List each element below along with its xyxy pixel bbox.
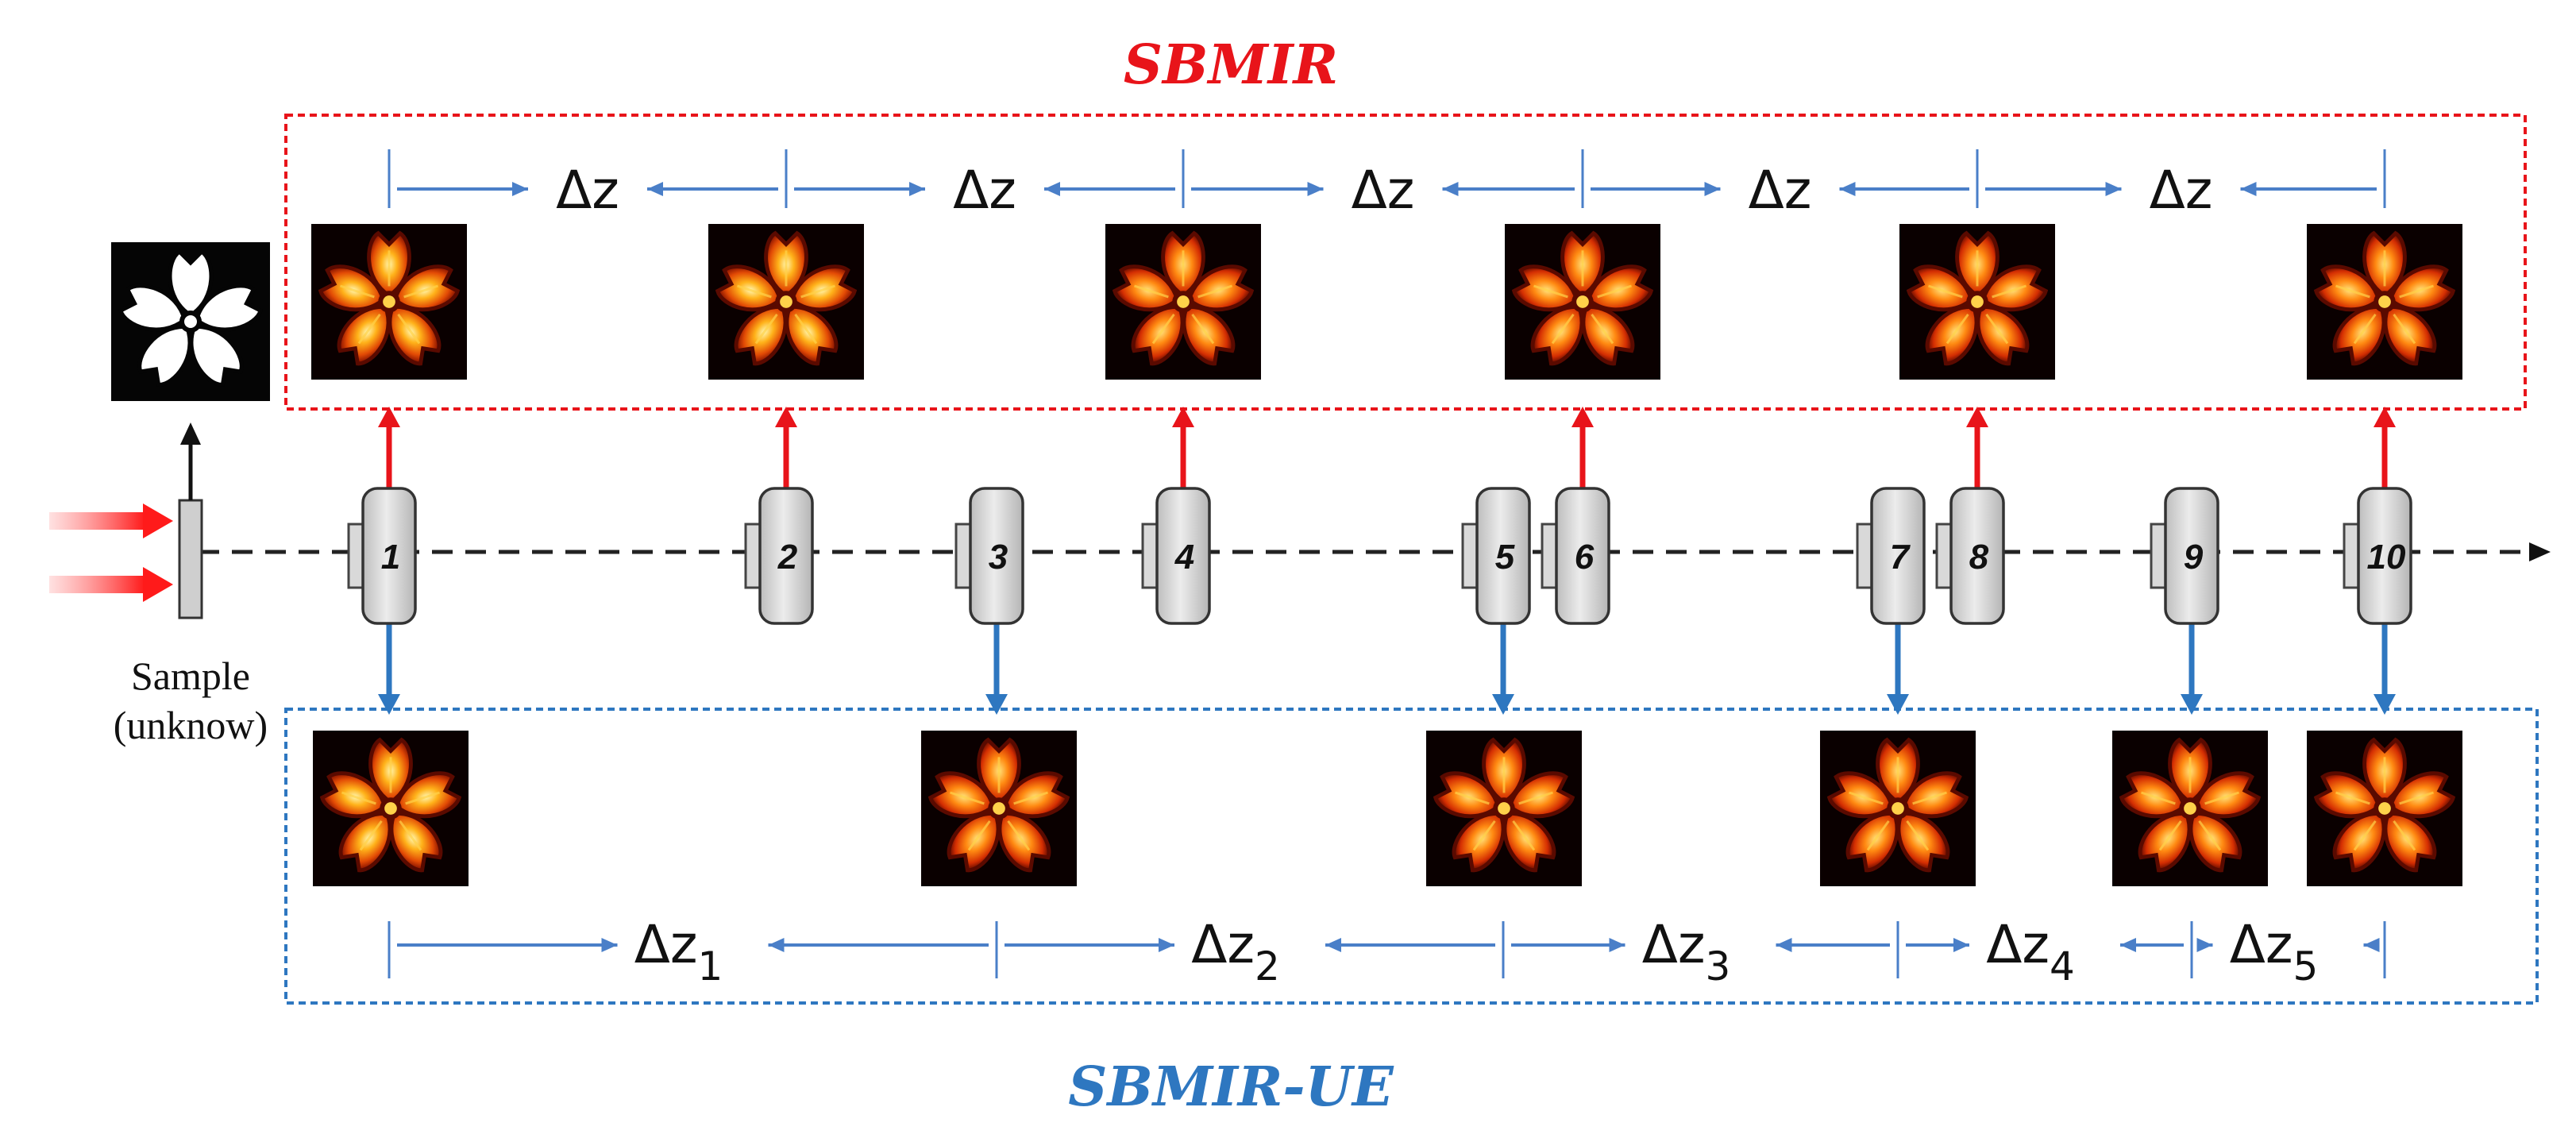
spacing-interval: Δz bbox=[794, 160, 1175, 221]
plane-number: 2 bbox=[777, 538, 798, 577]
flower-icon bbox=[118, 249, 263, 387]
spacing-interval: Δz2 bbox=[1005, 914, 1495, 989]
top-title: SBMIR bbox=[1124, 33, 1338, 97]
lens-planes: 1 2 3 4 5 6 7 8 9 10 bbox=[347, 487, 2412, 625]
flower-icon bbox=[318, 230, 461, 366]
bottom-reconstruction-image bbox=[313, 731, 469, 886]
projection-arrow-down bbox=[1887, 623, 1909, 715]
flower-icon bbox=[2313, 737, 2456, 873]
spacing-label: Δz bbox=[1352, 160, 1415, 221]
plane-number: 4 bbox=[1174, 538, 1194, 577]
bottom-frame bbox=[284, 708, 2539, 1005]
plane-number: 5 bbox=[1495, 538, 1515, 577]
top-reconstruction-image bbox=[1899, 224, 2055, 380]
projection-arrow-up bbox=[1172, 407, 1194, 488]
bottom-reconstruction-image bbox=[2112, 731, 2268, 886]
projection-arrow-down bbox=[2181, 623, 2203, 715]
spacing-label: Δz bbox=[2150, 160, 2213, 221]
projection-arrow-down bbox=[1492, 623, 1514, 715]
plane-number: 7 bbox=[1890, 538, 1911, 577]
incident-light-arrow-icon bbox=[49, 503, 173, 602]
flower-icon bbox=[1112, 230, 1255, 366]
spacing-label: Δz3 bbox=[1642, 914, 1731, 989]
bottom-reconstruction-image bbox=[921, 731, 1077, 886]
sample-plate bbox=[178, 499, 203, 619]
projection-arrow-down bbox=[985, 623, 1008, 715]
flower-icon bbox=[1433, 737, 1575, 873]
top-reconstruction-image bbox=[311, 224, 467, 380]
projection-arrow-up bbox=[1571, 407, 1594, 488]
plane-number: 6 bbox=[1575, 538, 1595, 577]
spacing-subscript: 1 bbox=[697, 943, 723, 989]
top-reconstruction-image bbox=[2307, 224, 2462, 380]
lens-icon: 5 bbox=[1461, 487, 1531, 625]
plane-number: 8 bbox=[1969, 538, 1989, 577]
spacing-subscript: 5 bbox=[2293, 943, 2318, 989]
optical-axis-arrowhead bbox=[2529, 542, 2551, 561]
spacing-interval: Δz bbox=[1591, 160, 1969, 221]
top-reconstruction-image bbox=[1505, 224, 1660, 380]
projection-arrow-down bbox=[2374, 623, 2396, 715]
spacing-label: Δz bbox=[953, 160, 1016, 221]
sample-label-line-2: (unknow) bbox=[114, 703, 268, 747]
flower-icon bbox=[715, 230, 858, 366]
spacing-label: Δz5 bbox=[2230, 914, 2319, 989]
flower-icon bbox=[2119, 737, 2262, 873]
spacing-interval: Δz1 bbox=[397, 914, 989, 989]
spacing-interval: Δz bbox=[397, 160, 778, 221]
spacing-interval: Δz5 bbox=[2196, 914, 2380, 989]
spacing-label: Δz4 bbox=[1986, 914, 2075, 989]
bottom-spacing-markers: Δz1 Δz2 Δz3 Δz4 Δz5 bbox=[388, 914, 2386, 989]
projection-arrows bbox=[378, 407, 2396, 715]
spacing-label: Δz2 bbox=[1191, 914, 1280, 989]
lens-icon: 10 bbox=[2343, 487, 2412, 625]
sample-object-image bbox=[111, 242, 270, 401]
spacing-interval: Δz3 bbox=[1511, 914, 1890, 989]
bottom-title: SBMIR-UE bbox=[1068, 1055, 1394, 1119]
lens-icon: 4 bbox=[1141, 487, 1211, 625]
lens-icon: 9 bbox=[2150, 487, 2219, 625]
spacing-label: Δz bbox=[556, 160, 619, 221]
plane-number: 10 bbox=[2367, 538, 2406, 577]
spacing-subscript: 4 bbox=[2050, 943, 2075, 989]
plane-number: 3 bbox=[989, 538, 1008, 577]
top-spacing-markers: Δz Δz Δz Δz Δz bbox=[388, 149, 2386, 221]
bottom-reconstruction-image bbox=[1426, 731, 1582, 886]
flower-icon bbox=[1906, 230, 2049, 366]
spacing-interval: Δz bbox=[1985, 160, 2377, 221]
top-reconstruction-image bbox=[1105, 224, 1261, 380]
flower-icon bbox=[2313, 230, 2456, 366]
bottom-reconstruction-image bbox=[2307, 731, 2462, 886]
projection-arrow-up bbox=[775, 407, 797, 488]
lens-icon: 7 bbox=[1856, 487, 1926, 625]
projection-arrow-up bbox=[378, 407, 400, 488]
spacing-subscript: 3 bbox=[1705, 943, 1730, 989]
projection-arrow-up bbox=[2374, 407, 2396, 488]
plane-number: 1 bbox=[381, 538, 400, 577]
projection-arrow-down bbox=[378, 623, 400, 715]
spacing-interval: Δz bbox=[1191, 160, 1575, 221]
spacing-subscript: 2 bbox=[1255, 943, 1280, 989]
flower-icon bbox=[1826, 737, 1969, 873]
spacing-interval: Δz4 bbox=[1906, 914, 2184, 989]
lens-icon: 3 bbox=[954, 487, 1024, 625]
flower-icon bbox=[1511, 230, 1654, 366]
top-reconstruction-image bbox=[708, 224, 864, 380]
spacing-label: Δz1 bbox=[634, 914, 723, 989]
plane-number: 9 bbox=[2184, 538, 2204, 577]
lens-icon: 2 bbox=[744, 487, 814, 625]
lens-icon: 6 bbox=[1541, 487, 1610, 625]
sample-label-line-1: Sample bbox=[131, 654, 250, 698]
top-reconstruction-images bbox=[311, 224, 2462, 380]
flower-icon bbox=[319, 737, 462, 873]
projection-arrow-up bbox=[1966, 407, 1988, 488]
spacing-label: Δz bbox=[1749, 160, 1812, 221]
top-frame bbox=[284, 114, 2527, 411]
lens-icon: 1 bbox=[347, 487, 417, 625]
bottom-reconstruction-image bbox=[1820, 731, 1976, 886]
bottom-reconstruction-images bbox=[313, 731, 2462, 886]
flower-icon bbox=[927, 737, 1070, 873]
lens-icon: 8 bbox=[1935, 487, 2005, 625]
